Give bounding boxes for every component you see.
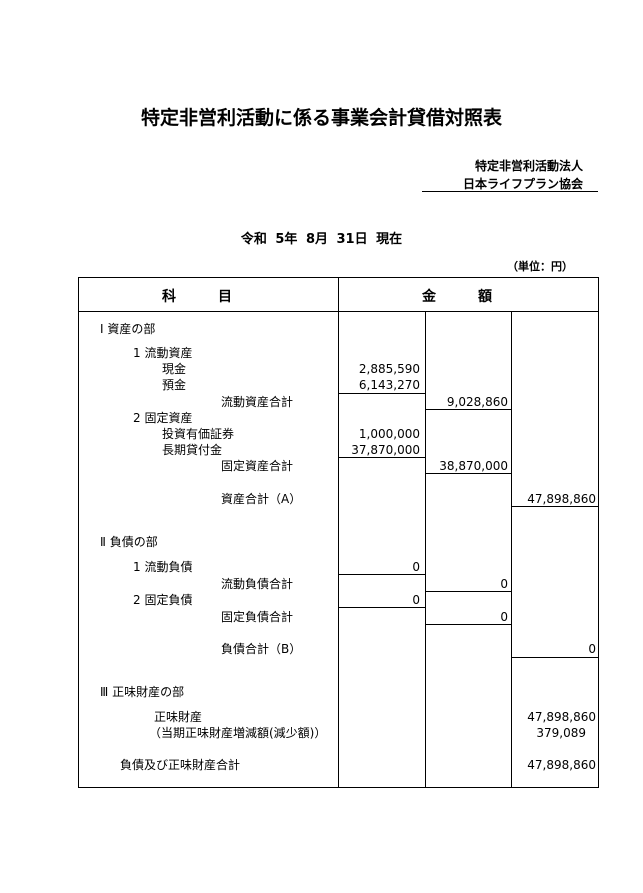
deposit-label: 預金 bbox=[162, 378, 187, 392]
securities-label: 投資有価証券 bbox=[162, 427, 235, 441]
column-divider-1 bbox=[338, 277, 339, 788]
fixed-assets-total-value: 38,870,000 bbox=[439, 459, 508, 473]
liabilities-total-label: 負債合計（B） bbox=[221, 642, 302, 656]
assets-total-label: 資産合計（A） bbox=[221, 492, 302, 506]
current-assets-total-rule bbox=[425, 409, 511, 410]
fixed-assets-total-rule bbox=[425, 473, 511, 474]
current-liabilities-heading: 1 流動負債 bbox=[133, 560, 193, 574]
current-assets-rule bbox=[338, 393, 425, 394]
fixed-liabilities-value: 0 bbox=[412, 593, 420, 607]
fixed-liabilities-heading: 2 固定負債 bbox=[133, 593, 193, 607]
report-date: 令和 5年 8月 31日 現在 bbox=[240, 232, 403, 247]
current-liabilities-total-label: 流動負債合計 bbox=[221, 577, 294, 591]
liabilities-total-value: 0 bbox=[588, 642, 596, 656]
net-assets-change-value: 379,089 bbox=[536, 726, 586, 740]
fixed-liabilities-total-value: 0 bbox=[500, 610, 508, 624]
net-assets-heading: Ⅲ 正味財産の部 bbox=[100, 685, 185, 699]
current-liabilities-value: 0 bbox=[412, 560, 420, 574]
document-title: 特定非営利活動に係る事業会計貸借対照表 bbox=[140, 107, 502, 129]
cash-value: 2,885,590 bbox=[358, 362, 420, 376]
header-amount: 金 額 bbox=[422, 289, 492, 305]
liabilities-heading: Ⅱ 負債の部 bbox=[100, 535, 158, 549]
fixed-assets-rule bbox=[338, 457, 425, 458]
assets-total-value: 47,898,860 bbox=[527, 492, 596, 506]
grand-total-label: 負債及び正味財産合計 bbox=[120, 758, 241, 772]
fixed-assets-total-label: 固定資産合計 bbox=[221, 459, 294, 473]
assets-total-rule bbox=[511, 506, 599, 507]
fixed-assets-heading: 2 固定資産 bbox=[133, 411, 193, 425]
securities-value: 1,000,000 bbox=[358, 427, 420, 441]
organization-underline bbox=[422, 191, 598, 192]
column-divider-3 bbox=[511, 311, 512, 788]
current-liabilities-total-value: 0 bbox=[500, 577, 508, 591]
current-liabilities-total-rule bbox=[425, 591, 511, 592]
organization-type: 特定非営利活動法人 bbox=[474, 159, 583, 173]
liabilities-total-rule bbox=[511, 657, 599, 658]
grand-total-value: 47,898,860 bbox=[527, 758, 596, 772]
fixed-liabilities-rule bbox=[338, 607, 425, 608]
deposit-value: 6,143,270 bbox=[358, 378, 420, 392]
current-assets-total-value: 9,028,860 bbox=[446, 395, 508, 409]
currency-unit: （単位：円） bbox=[507, 260, 573, 273]
column-divider-2 bbox=[425, 311, 426, 788]
current-liabilities-rule bbox=[338, 574, 425, 575]
net-assets-change-label: （当期正味財産増減額(減少額)） bbox=[149, 726, 327, 740]
fixed-liabilities-total-label: 固定負債合計 bbox=[221, 610, 294, 624]
loan-label: 長期貸付金 bbox=[162, 443, 223, 457]
assets-heading: Ⅰ 資産の部 bbox=[100, 322, 156, 336]
net-assets-value: 47,898,860 bbox=[527, 710, 596, 724]
organization-name: 日本ライフプラン協会 bbox=[462, 177, 583, 191]
header-account: 科 目 bbox=[162, 289, 232, 305]
current-assets-total-label: 流動資産合計 bbox=[221, 395, 294, 409]
current-assets-heading: 1 流動資産 bbox=[133, 346, 193, 360]
fixed-liabilities-total-rule bbox=[425, 624, 511, 625]
cash-label: 現金 bbox=[162, 362, 187, 376]
loan-value: 37,870,000 bbox=[351, 443, 420, 457]
net-assets-label: 正味財産 bbox=[154, 710, 203, 724]
